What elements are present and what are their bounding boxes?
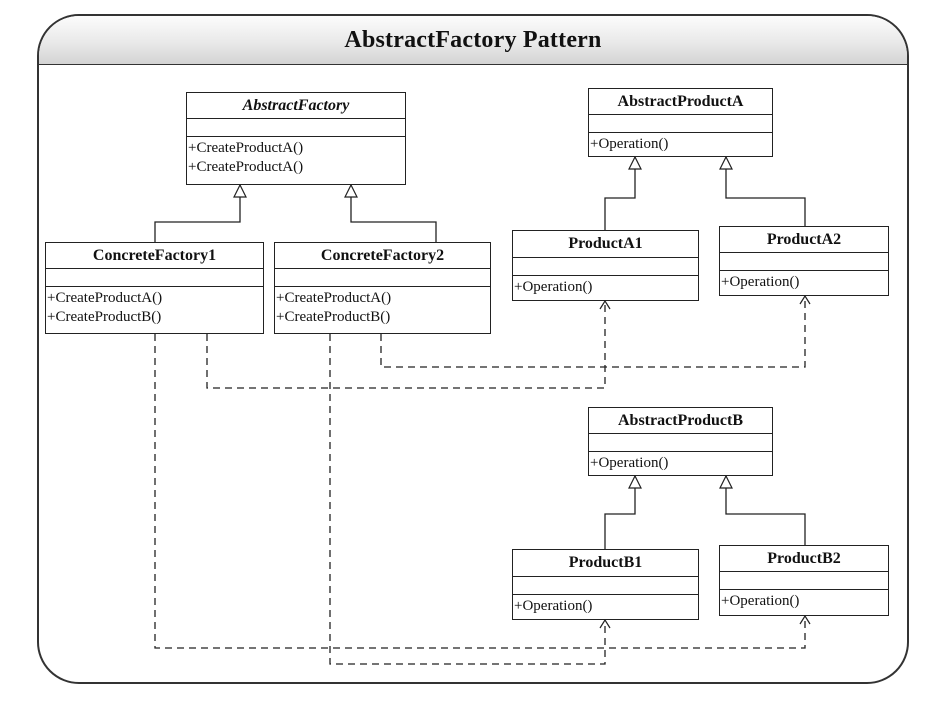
class-concrete-factory1: ConcreteFactory1 +CreateProductA() +Crea…: [45, 242, 264, 334]
title-bar: AbstractFactory Pattern: [39, 16, 907, 65]
class-operations: +Operation(): [720, 590, 888, 611]
class-attributes: [513, 577, 698, 595]
class-attributes: [187, 119, 405, 137]
class-name: ProductB2: [720, 546, 888, 572]
class-attributes: [46, 269, 263, 287]
class-abstract-factory: AbstractFactory +CreateProductA() +Creat…: [186, 92, 406, 185]
class-attributes: [720, 572, 888, 590]
diagram-title: AbstractFactory Pattern: [344, 26, 602, 53]
class-attributes: [275, 269, 490, 287]
class-operations: +Operation(): [513, 276, 698, 297]
class-name: ProductB1: [513, 550, 698, 577]
class-product-b2: ProductB2 +Operation(): [719, 545, 889, 616]
operation: +Operation(): [721, 593, 800, 609]
operation: +CreateProductB(): [47, 309, 162, 325]
class-name: AbstractFactory: [187, 93, 405, 119]
class-product-a2: ProductA2 +Operation(): [719, 226, 889, 296]
operation: +Operation(): [590, 455, 669, 471]
class-name: ProductA1: [513, 231, 698, 258]
class-product-b1: ProductB1 +Operation(): [512, 549, 699, 620]
class-concrete-factory2: ConcreteFactory2 +CreateProductA() +Crea…: [274, 242, 491, 334]
class-name: AbstractProductA: [589, 89, 772, 115]
class-operations: +CreateProductA() +CreateProductB(): [46, 287, 263, 327]
operation: +CreateProductA(): [188, 140, 304, 156]
class-operations: +Operation(): [720, 271, 888, 292]
class-operations: +CreateProductA() +CreateProductA(): [187, 137, 405, 177]
class-attributes: [513, 258, 698, 276]
class-product-a1: ProductA1 +Operation(): [512, 230, 699, 301]
class-operations: +Operation(): [589, 452, 772, 473]
class-abstract-product-b: AbstractProductB +Operation(): [588, 407, 773, 476]
operation: +Operation(): [514, 279, 593, 295]
class-name: ConcreteFactory2: [275, 243, 490, 269]
operation: +Operation(): [514, 598, 593, 614]
operation: +CreateProductA(): [276, 290, 392, 306]
operation: +CreateProductA(): [47, 290, 163, 306]
class-operations: +Operation(): [513, 595, 698, 616]
class-attributes: [589, 115, 772, 133]
class-name: ConcreteFactory1: [46, 243, 263, 269]
class-name: ProductA2: [720, 227, 888, 253]
operation: +Operation(): [590, 136, 669, 152]
operation: +CreateProductA(): [188, 159, 304, 175]
class-abstract-product-a: AbstractProductA +Operation(): [588, 88, 773, 157]
class-attributes: [589, 434, 772, 452]
operation: +CreateProductB(): [276, 309, 391, 325]
class-operations: +Operation(): [589, 133, 772, 154]
class-name: AbstractProductB: [589, 408, 772, 434]
operation: +Operation(): [721, 274, 800, 290]
class-attributes: [720, 253, 888, 271]
class-operations: +CreateProductA() +CreateProductB(): [275, 287, 490, 327]
